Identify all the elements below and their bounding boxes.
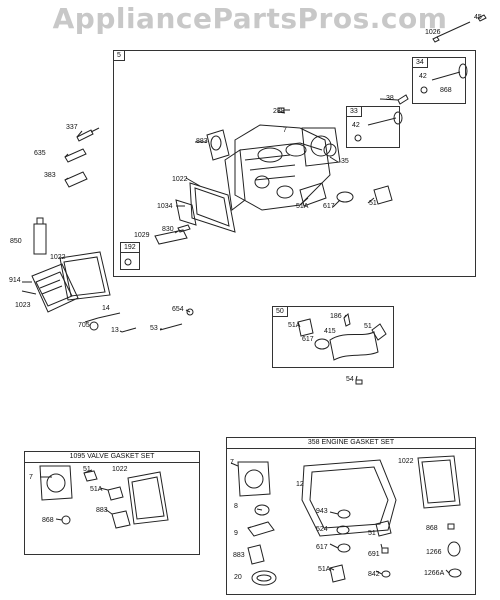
box-tag-5: 5 [114, 51, 125, 61]
part-label-524[interactable]: 524 [316, 526, 328, 533]
part-label-943[interactable]: 943 [316, 508, 328, 515]
part-label-35[interactable]: 35 [341, 158, 349, 165]
fitting-box-192: 192 [120, 242, 140, 270]
part-label-691[interactable]: 691 [368, 551, 380, 558]
part-label-7[interactable]: 7 [230, 459, 234, 466]
valve-box-34: 34 [412, 57, 466, 104]
part-label-42[interactable]: 42 [352, 122, 360, 129]
part-label-635[interactable]: 635 [34, 150, 46, 157]
part-label-1022[interactable]: 1022 [50, 254, 66, 261]
part-label-868[interactable]: 868 [42, 517, 54, 524]
part-label-830[interactable]: 830 [162, 226, 174, 233]
part-label-42[interactable]: 42 [419, 73, 427, 80]
part-label-1266A[interactable]: 1266A [424, 570, 445, 577]
site-watermark: AppliancePartsPros.com [52, 2, 448, 35]
part-label-654[interactable]: 654 [172, 306, 184, 313]
part-label-1266[interactable]: 1266 [426, 549, 442, 556]
part-label-868[interactable]: 868 [426, 525, 438, 532]
part-label-186[interactable]: 186 [330, 313, 342, 320]
part-label-842[interactable]: 842 [368, 571, 380, 578]
part-label-850[interactable]: 850 [10, 238, 22, 245]
part-label-238[interactable]: 238 [273, 108, 285, 115]
intake-box-50: 50 [272, 306, 394, 368]
engine-gasket-set-box: 358 ENGINE GASKET SET [226, 437, 476, 595]
engine-gasket-set-title: 358 ENGINE GASKET SET [227, 438, 475, 449]
part-label-45[interactable]: 45 [474, 14, 482, 21]
part-label-868[interactable]: 868 [440, 87, 452, 94]
part-label-51A[interactable]: 51A [90, 486, 103, 493]
part-label-54[interactable]: 54 [346, 376, 354, 383]
part-label-415[interactable]: 415 [324, 328, 336, 335]
valve-gasket-set-box: 1095 VALVE GASKET SET [24, 451, 200, 555]
part-label-705[interactable]: 705 [78, 322, 90, 329]
part-label-1022[interactable]: 1022 [172, 176, 188, 183]
part-label-337[interactable]: 337 [66, 124, 78, 131]
main-assembly-box: 5 [113, 50, 476, 277]
part-label-617[interactable]: 617 [316, 544, 328, 551]
part-label-13[interactable]: 13 [111, 327, 119, 334]
part-label-7[interactable]: 7 [283, 127, 287, 134]
part-label-20[interactable]: 20 [234, 574, 242, 581]
part-label-1029[interactable]: 1029 [134, 232, 150, 239]
part-label-9[interactable]: 9 [234, 530, 238, 537]
valve-gasket-set-title: 1095 VALVE GASKET SET [25, 452, 199, 463]
part-label-51[interactable]: 51 [368, 530, 376, 537]
part-label-617[interactable]: 617 [302, 336, 314, 343]
box-tag-34: 34 [413, 58, 428, 68]
part-label-1026[interactable]: 1026 [425, 29, 441, 36]
valve-box-33: 33 [346, 106, 400, 148]
part-label-883[interactable]: 883 [196, 138, 208, 145]
box-tag-192: 192 [121, 243, 140, 253]
part-label-883[interactable]: 883 [96, 507, 108, 514]
part-label-51A[interactable]: 51A [296, 203, 309, 210]
part-label-14[interactable]: 14 [102, 305, 110, 312]
part-label-7[interactable]: 7 [29, 474, 33, 481]
part-label-38[interactable]: 38 [386, 95, 394, 102]
part-label-8[interactable]: 8 [234, 503, 238, 510]
part-label-53[interactable]: 53 [150, 325, 158, 332]
part-label-51[interactable]: 51 [369, 200, 377, 207]
part-label-617[interactable]: 617 [323, 203, 335, 210]
part-label-51A[interactable]: 51A [288, 322, 301, 329]
part-label-383[interactable]: 383 [44, 172, 56, 179]
part-label-1022[interactable]: 1022 [398, 458, 414, 465]
part-label-51A[interactable]: 51A [318, 566, 331, 573]
part-label-883[interactable]: 883 [233, 552, 245, 559]
part-label-51[interactable]: 51 [83, 466, 91, 473]
part-label-1023[interactable]: 1023 [15, 302, 31, 309]
part-label-51[interactable]: 51 [364, 323, 372, 330]
box-tag-33: 33 [347, 107, 362, 117]
part-label-1034[interactable]: 1034 [157, 203, 173, 210]
part-label-914[interactable]: 914 [9, 277, 21, 284]
part-label-12[interactable]: 12 [296, 481, 304, 488]
box-tag-50: 50 [273, 307, 288, 317]
part-label-1022[interactable]: 1022 [112, 466, 128, 473]
